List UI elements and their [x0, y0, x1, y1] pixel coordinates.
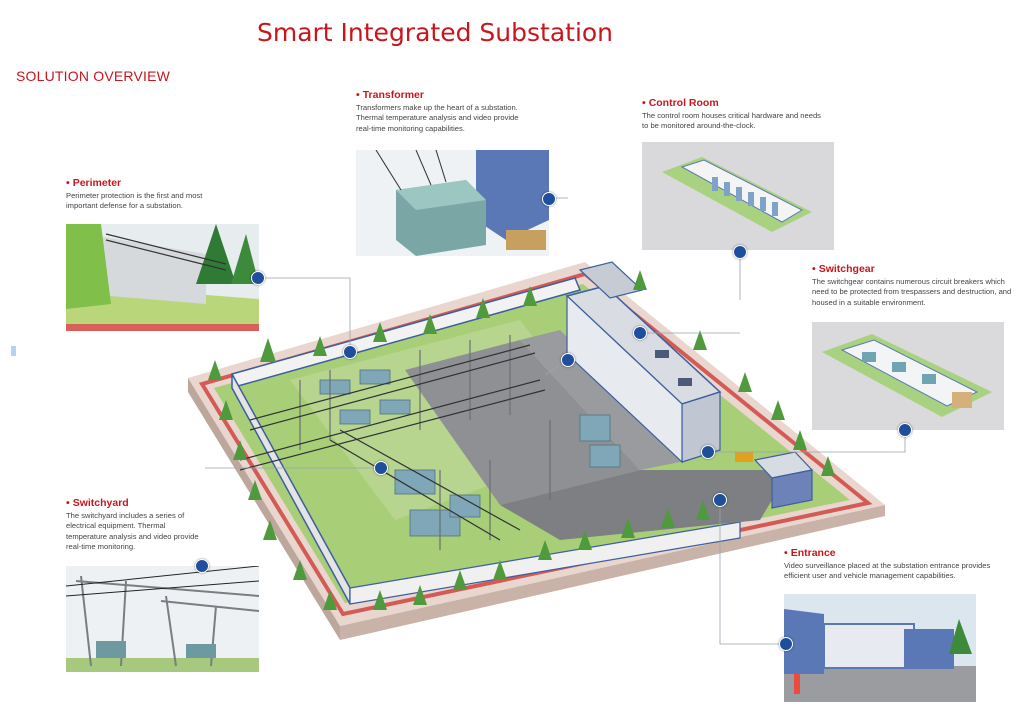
transformer-marker[interactable]: [542, 192, 556, 206]
callout-transformer-title: Transformer: [362, 89, 424, 101]
map-marker-switchyard[interactable]: [374, 461, 388, 475]
section-subtitle: SOLUTION OVERVIEW: [16, 68, 171, 84]
perimeter-marker[interactable]: [251, 271, 265, 285]
callout-control-room: •Control Room The control room houses cr…: [642, 98, 827, 132]
transformer-thumbnail: [356, 150, 549, 256]
page-title: Smart Integrated Substation: [256, 18, 614, 47]
entrance-thumbnail: [784, 594, 976, 702]
callout-perimeter-title: Perimeter: [72, 177, 122, 189]
callout-control-room-title: Control Room: [648, 97, 719, 109]
side-marker: [11, 346, 16, 356]
callout-switchgear-title: Switchgear: [818, 263, 875, 275]
switchgear-thumbnail: [812, 322, 1004, 430]
callout-transformer: •Transformer Transformers make up the he…: [356, 90, 531, 134]
callout-transformer-text: Transformers make up the heart of a subs…: [356, 102, 519, 133]
switchyard-thumbnail: [66, 566, 259, 672]
callout-perimeter-text: Perimeter protection is the first and mo…: [66, 190, 203, 211]
map-marker-perimeter[interactable]: [343, 345, 357, 359]
callout-entrance-text: Video surveillance placed at the substat…: [784, 560, 991, 581]
callout-perimeter: •Perimeter Perimeter protection is the f…: [66, 178, 231, 212]
entrance-marker[interactable]: [779, 637, 793, 651]
map-marker-transformer[interactable]: [561, 353, 575, 367]
callout-switchgear-text: The switchgear contains numerous circuit…: [812, 276, 1012, 307]
callout-entrance: •Entrance Video surveillance placed at t…: [784, 548, 999, 582]
map-marker-entrance[interactable]: [713, 493, 727, 507]
callout-control-room-text: The control room houses critical hardwar…: [642, 110, 821, 131]
callout-entrance-title: Entrance: [790, 547, 836, 559]
callout-switchyard-text: The switchyard includes a series of elec…: [66, 510, 199, 552]
callout-switchyard-title: Switchyard: [72, 497, 129, 509]
control-room-marker[interactable]: [733, 245, 747, 259]
switchgear-marker[interactable]: [898, 423, 912, 437]
switchyard-marker[interactable]: [195, 559, 209, 573]
map-marker-control-room[interactable]: [633, 326, 647, 340]
perimeter-thumbnail: [66, 224, 259, 331]
callout-switchgear: •Switchgear The switchgear contains nume…: [812, 263, 1012, 307]
map-marker-switchgear[interactable]: [701, 445, 715, 459]
callout-switchyard: •Switchyard The switchyard includes a se…: [66, 498, 206, 553]
control-room-thumbnail: [642, 142, 834, 250]
